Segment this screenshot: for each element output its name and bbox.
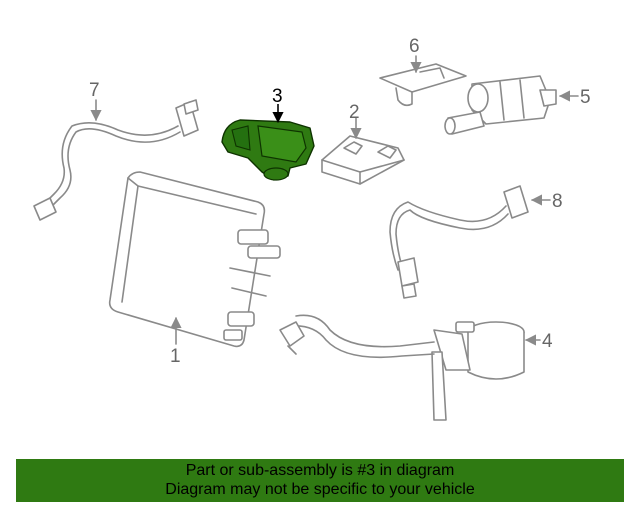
part-8-sensor[interactable]	[389, 185, 529, 299]
callout-5: 5	[580, 87, 591, 108]
callout-4: 4	[542, 331, 553, 352]
part-7-sensor[interactable]	[33, 99, 199, 221]
part-4-valve[interactable]	[279, 314, 525, 421]
callout-7: 7	[89, 80, 100, 101]
callout-3: 3	[272, 86, 283, 107]
part-1-canister[interactable]	[108, 171, 281, 348]
callout-2: 2	[349, 102, 360, 123]
callout-8: 8	[552, 191, 563, 212]
part-2-bracket[interactable]	[321, 135, 405, 185]
part-6-bracket[interactable]	[379, 63, 467, 107]
part-5-purge-valve[interactable]	[444, 75, 557, 135]
banner-line-disclaimer: Diagram may not be specific to your vehi…	[165, 481, 475, 498]
part-info-banner: Part or sub-assembly is #3 in diagram Di…	[16, 459, 624, 502]
banner-line-part: Part or sub-assembly is #3 in diagram	[185, 462, 455, 479]
callout-1: 1	[170, 346, 181, 367]
callout-6: 6	[409, 36, 420, 57]
part-3-sensor[interactable]	[221, 119, 315, 181]
